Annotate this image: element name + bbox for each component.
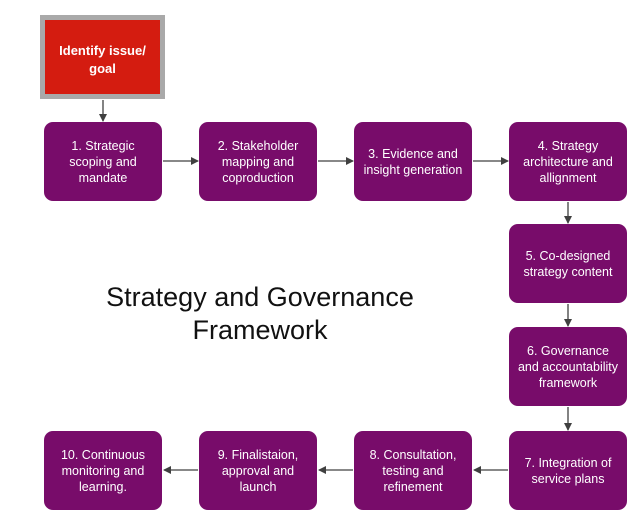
diagram-title: Strategy and Governance Framework: [106, 282, 414, 345]
step-2-stakeholder-mapping: 2. Stakeholder mapping and coproduction: [199, 122, 317, 201]
step-7-label: 7. Integration of service plans: [524, 455, 612, 486]
step-8-consultation-testing: 8. Consultation, testing and refinement: [354, 431, 472, 510]
step-7-integration-service-plans: 7. Integration of service plans: [509, 431, 627, 510]
step-4-strategy-architecture: 4. Strategy architecture and allignment: [509, 122, 627, 201]
step-5-co-designed-content: 5. Co-designed strategy content: [509, 224, 627, 303]
step-5-label: 5. Co-designed strategy content: [523, 248, 613, 279]
step-4-label: 4. Strategy architecture and allignment: [523, 138, 613, 185]
step-10-continuous-monitoring: 10. Continuous monitoring and learning.: [44, 431, 162, 510]
step-1-strategic-scoping: 1. Strategic scoping and mandate: [44, 122, 162, 201]
step-10-label: 10. Continuous monitoring and learning.: [60, 447, 146, 494]
step-1-label: 1. Strategic scoping and mandate: [69, 138, 137, 185]
step-6-governance-accountability: 6. Governance and accountability framewo…: [509, 327, 627, 406]
step-2-label: 2. Stakeholder mapping and coproduction: [217, 138, 299, 185]
step-9-finalisation-approval: 9. Finalistaion, approval and launch: [199, 431, 317, 510]
step-6-label: 6. Governance and accountability framewo…: [517, 343, 619, 390]
step-3-evidence-insight: 3. Evidence and insight generation: [354, 122, 472, 201]
step-3-label: 3. Evidence and insight generation: [363, 146, 463, 177]
step-8-label: 8. Consultation, testing and refinement: [369, 447, 457, 494]
start-box-identify-issue: Identify issue/ goal: [40, 15, 165, 99]
step-9-label: 9. Finalistaion, approval and launch: [217, 447, 299, 494]
start-box-label: Identify issue/ goal: [59, 43, 146, 76]
